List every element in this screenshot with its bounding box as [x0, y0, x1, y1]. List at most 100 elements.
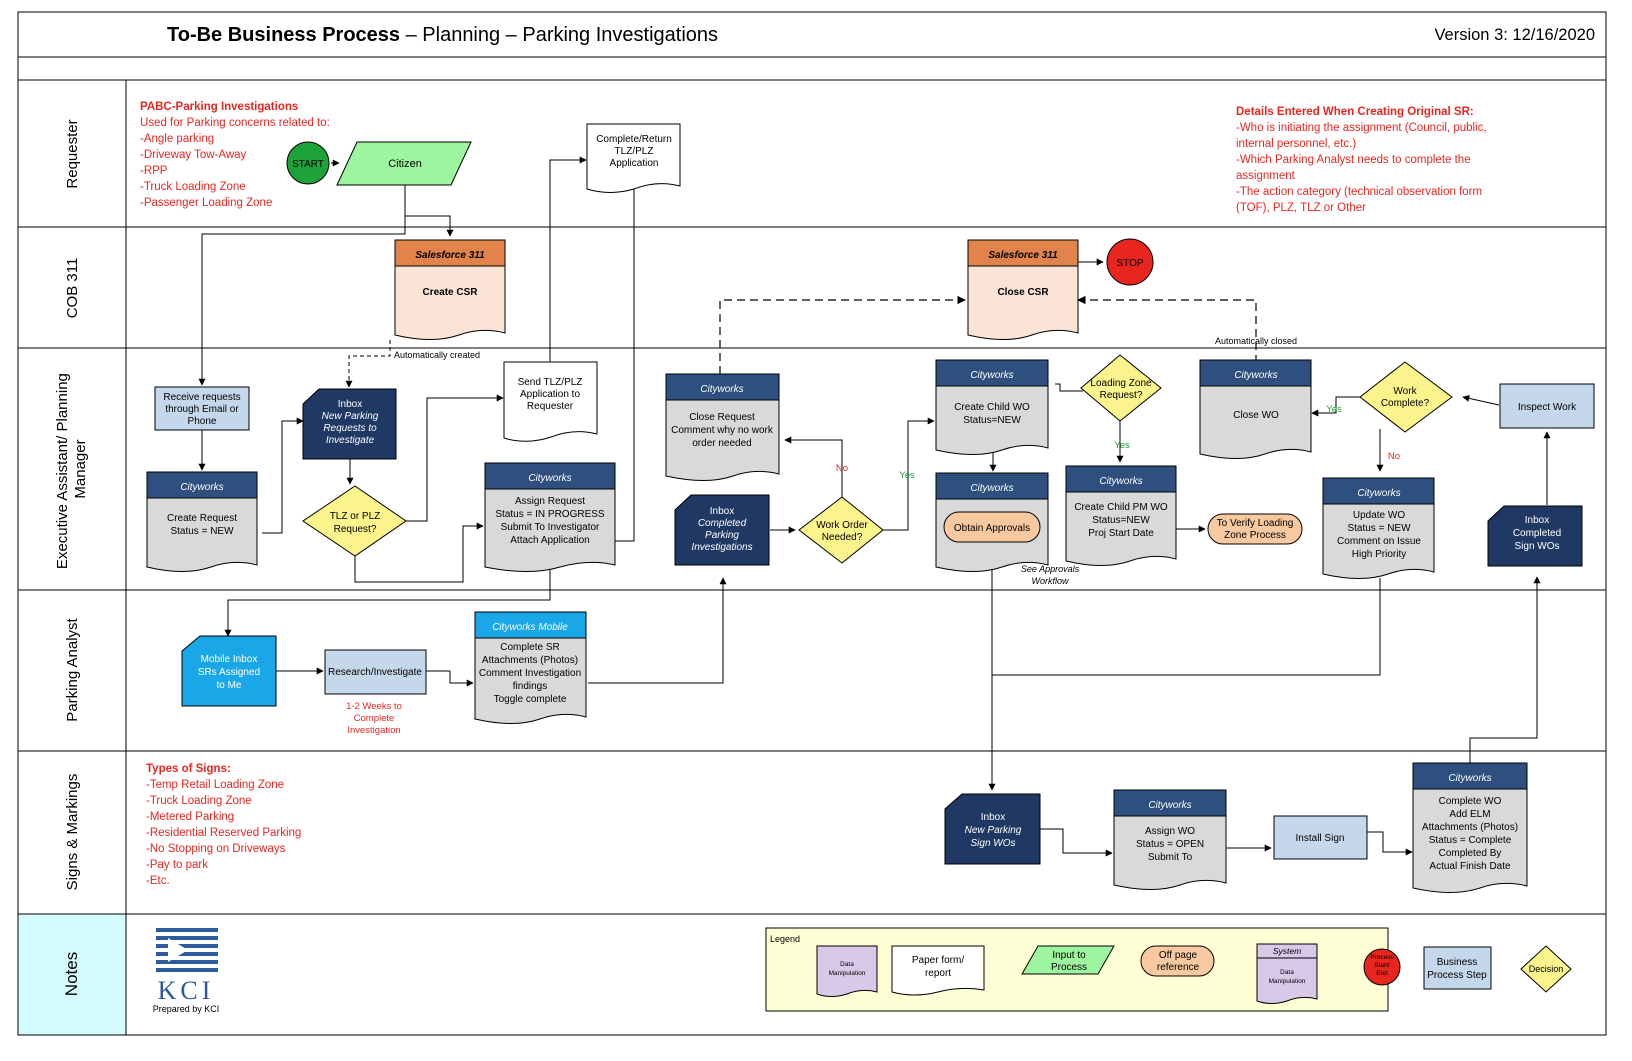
legend-line: Manipulation [1269, 978, 1306, 985]
step-line: Comment why no work [671, 425, 774, 436]
legend-line: Data [1280, 969, 1294, 976]
inbox-line: Requests to [323, 423, 377, 434]
signs-note-line: -Pay to park [146, 859, 208, 871]
inbox-new-parking-requests: Inbox New Parking Requests to Investigat… [302, 388, 397, 460]
automatically-created-label: Automatically created [394, 350, 480, 360]
inbox-line: New Parking [322, 411, 379, 422]
lane-parking-analyst: Parking Analyst [64, 617, 81, 721]
cityworks-header: Cityworks [1099, 476, 1142, 487]
step-line: Phone [188, 416, 217, 427]
signs-note-line: -Etc. [146, 875, 170, 887]
tlz-plz-decision: TLZ or PLZ Request? [302, 485, 407, 557]
no-label: No [1388, 451, 1400, 462]
cityworks-create-child-wo: Cityworks Create Child WO Status=NEW [935, 359, 1049, 455]
step-line: Comment Investigation [479, 668, 581, 679]
cityworks-header: Cityworks [1148, 800, 1191, 811]
decision-line: Complete? [1381, 398, 1430, 409]
decision-line: Needed? [822, 532, 863, 543]
legend-input-to-process: Input to Process [1021, 945, 1115, 975]
signs-notes: Types of Signs: -Temp Retail Loading Zon… [146, 763, 301, 887]
requester-note-line: -Passenger Loading Zone [140, 197, 272, 209]
mobile-inbox: Mobile Inbox SRs Assigned to Me [181, 635, 277, 707]
receive-requests-step: Receive requests through Email or Phone [154, 386, 250, 431]
yes-label: Yes [1326, 404, 1342, 415]
doc-line: Application to [520, 389, 580, 400]
lane-requester: Requester [64, 119, 81, 188]
legend-data-manipulation: Data Manipulation [816, 945, 878, 997]
step-line: Proj Start Date [1088, 528, 1154, 539]
step-line: order needed [692, 438, 752, 449]
prepared-by-label: Prepared by KCI [153, 1004, 220, 1014]
weeks-line: Complete [354, 713, 395, 724]
inbox-new-parking-sign-wos: Inbox New Parking Sign WOs [944, 793, 1041, 865]
legend-off-page-reference: Off page reference [1140, 945, 1215, 977]
step-line: Status = NEW [1347, 523, 1411, 534]
doc-line: Application [610, 158, 659, 169]
legend-line: Process Step [1427, 970, 1487, 981]
legend-line: Paper form/ [912, 955, 964, 966]
cityworks-update-wo: Cityworks Update WO Status = NEW Comment… [1322, 477, 1435, 579]
page-title: To-Be Business Process – Planning – Park… [167, 24, 718, 46]
inbox-line: Completed [698, 518, 747, 529]
legend-line: End [1376, 970, 1388, 977]
step-line: Assign Request [515, 496, 585, 507]
requester-notes: PABC-Parking Investigations Used for Par… [140, 101, 330, 209]
legend-line: Data [840, 961, 854, 968]
doc-line: TLZ/PLZ [615, 146, 654, 157]
cityworks-assign-wo: Cityworks Assign WO Status = OPEN Submit… [1113, 789, 1227, 890]
salesforce-header: Salesforce 311 [415, 250, 485, 261]
obtain-approvals-label: Obtain Approvals [954, 523, 1030, 534]
salesforce-header: Salesforce 311 [988, 250, 1058, 261]
requester-note-line: -Angle parking [140, 133, 214, 145]
inbox-line: SRs Assigned [198, 667, 260, 678]
work-order-needed-decision: Work Order Needed? [798, 496, 884, 564]
cityworks-assign-request: Cityworks Assign Request Status = IN PRO… [484, 462, 616, 572]
cityworks-complete-wo: Cityworks Complete WO Add ELM Attachment… [1412, 762, 1528, 893]
step-line: Status = OPEN [1136, 839, 1204, 850]
weeks-line: Investigation [347, 725, 400, 736]
doc-line: Requester [527, 401, 574, 412]
decision-line: Request? [1100, 390, 1143, 401]
inbox-completed-investigations: Inbox Completed Parking Investigations [674, 494, 770, 566]
requester-note-line: -Truck Loading Zone [140, 181, 246, 193]
cityworks-mobile-header: Cityworks Mobile [492, 622, 568, 633]
legend-line: Manipulation [829, 970, 866, 977]
connectors [198, 156, 1551, 857]
legend-process-start-end: Process Start/ End [1363, 948, 1401, 986]
inbox-line: Parking [705, 530, 739, 541]
inbox-line: Investigations [691, 542, 752, 553]
legend-line: report [925, 968, 951, 979]
legend-line: Process [1370, 954, 1394, 961]
step-line: Receive requests [163, 392, 240, 403]
research-investigate-step: Research/Investigate [324, 649, 427, 695]
lane-executive-assistant: Executive Assistant/ Planning Manager [54, 369, 89, 569]
cityworks-header: Cityworks [1448, 773, 1491, 784]
notes-lane-header [17, 913, 127, 1036]
verify-loading-zone-offpage: To Verify Loading Zone Process [1207, 513, 1303, 545]
requester-note-line: -Driveway Tow-Away [140, 149, 247, 161]
step-line: Status = IN PROGRESS [495, 509, 605, 520]
step-line: Status=NEW [963, 415, 1021, 426]
start-label: START [292, 159, 324, 170]
step-line: Completed By [1439, 848, 1502, 859]
cityworks-header: Cityworks [970, 370, 1013, 381]
doc-line: Send TLZ/PLZ [518, 377, 583, 388]
details-note-line: assignment [1236, 170, 1296, 182]
automatically-closed-label: Automatically closed [1215, 336, 1297, 346]
step-line: through Email or [165, 404, 239, 415]
inbox-line: Sign WOs [970, 838, 1015, 849]
inbox-line: Inbox [338, 399, 362, 410]
stop-terminal: STOP [1106, 238, 1154, 286]
details-note-line: (TOF), PLZ, TLZ or Other [1236, 202, 1366, 214]
work-complete-decision: Work Complete? [1359, 361, 1453, 433]
signs-note-line: -Temp Retail Loading Zone [146, 779, 284, 791]
step-line: Actual Finish Date [1429, 861, 1511, 872]
legend-system-header: System [1273, 946, 1301, 956]
step-line: Status=NEW [1092, 515, 1150, 526]
legend-title: Legend [770, 934, 800, 944]
step-line: Status = Complete [1429, 835, 1512, 846]
requester-note-line: Used for Parking concerns related to: [140, 117, 330, 129]
see-approvals-line: See Approvals [1021, 564, 1080, 574]
cityworks-close-request: Cityworks Close Request Comment why no w… [665, 373, 780, 481]
signs-note-line: -Metered Parking [146, 811, 234, 823]
